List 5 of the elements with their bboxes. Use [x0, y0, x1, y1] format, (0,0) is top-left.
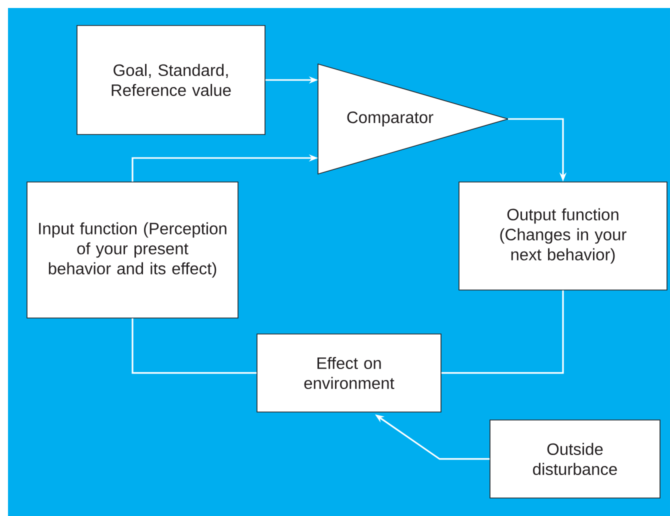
process-box: Effect on environment — [256, 334, 442, 412]
process-box: Input function (Perception of your present behavior and its effect) — [26, 182, 238, 318]
process-box: Goal, Standard, Reference value — [76, 25, 266, 135]
process-box: Outside disturbance — [490, 420, 660, 498]
process-box: Output function (Changes in your next behavior) — [458, 182, 668, 290]
